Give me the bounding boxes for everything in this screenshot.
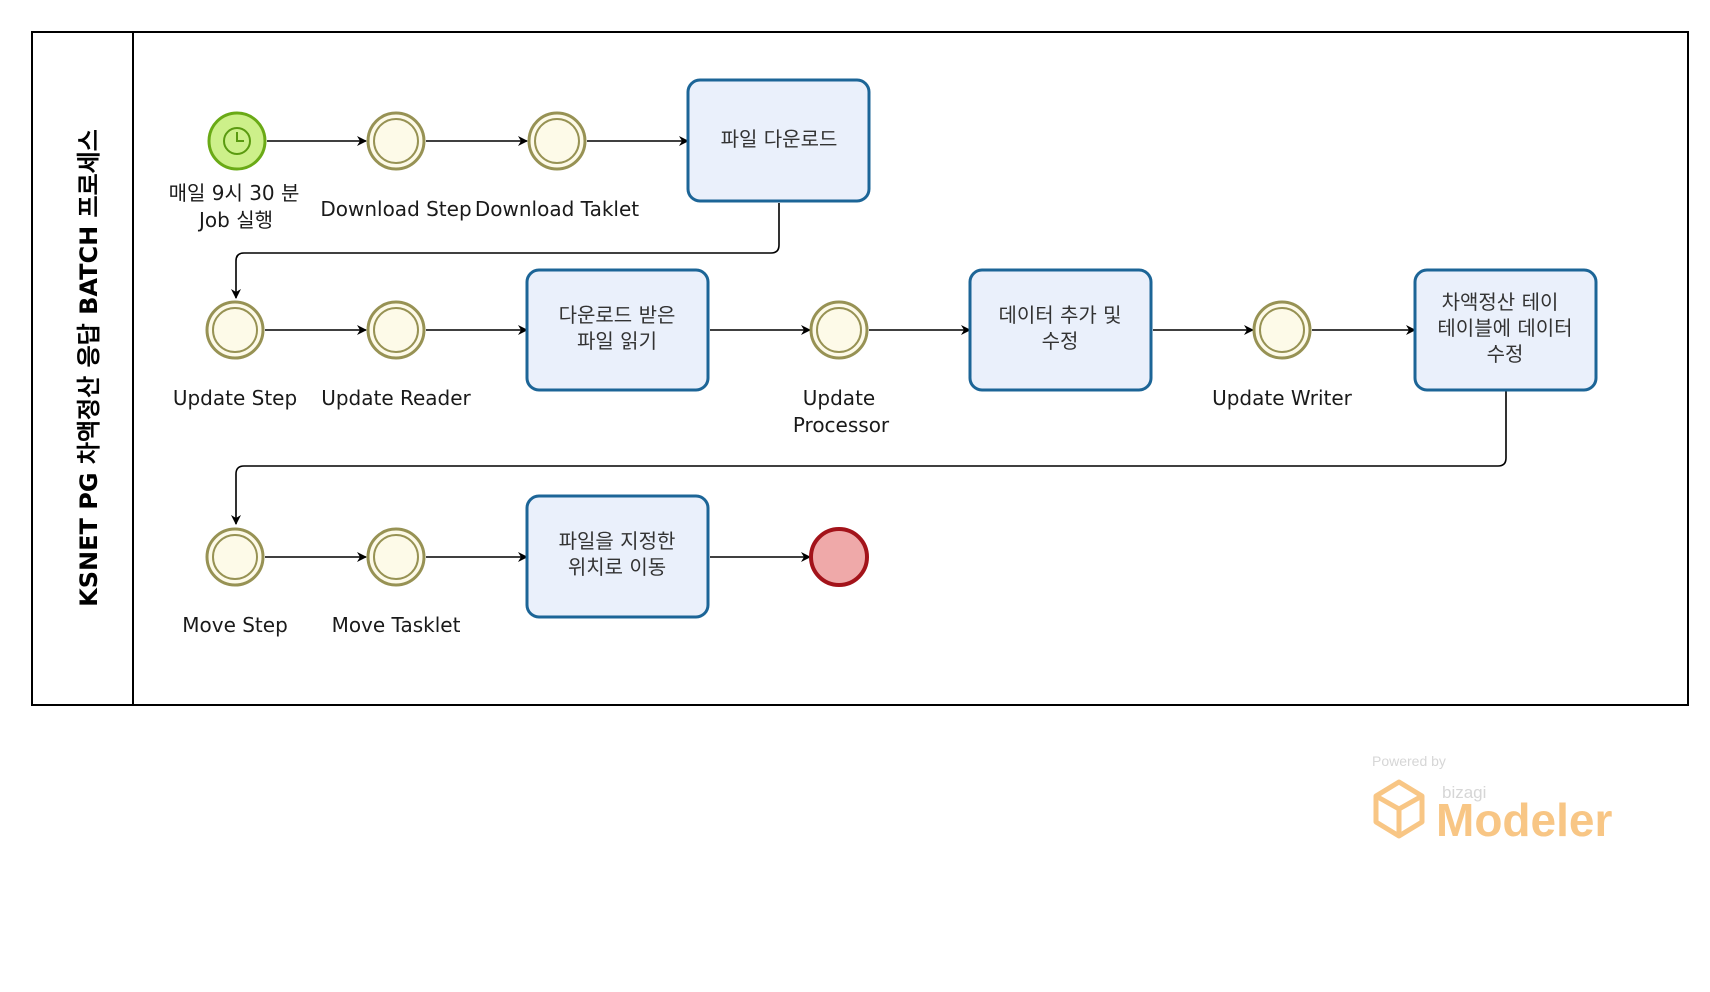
intermediate-event-move-step[interactable]: Move Step <box>182 527 288 637</box>
event-label: Download Step <box>320 197 471 221</box>
task-move-file[interactable]: 파일을 지정한 위치로 이동 <box>525 494 710 619</box>
event-label-line-1: Update <box>803 386 875 410</box>
clock-hands-icon <box>236 132 244 142</box>
flow-update-table-to-move-step[interactable] <box>231 390 1507 525</box>
task-read-file[interactable]: 다운로드 받은 파일 읽기 <box>525 268 710 392</box>
intermediate-event-update-writer[interactable]: Update Writer <box>1212 300 1353 410</box>
task-update-table[interactable]: 차액정산 테이 테이블에 데이터 수정 <box>1413 268 1598 392</box>
start-timer-event[interactable]: 매일 9시 30 분 Job 실행 <box>169 111 300 232</box>
event-label: Update Reader <box>321 386 471 410</box>
task-label-line-3: 수정 <box>1487 342 1524 366</box>
task-file-download[interactable]: 파일 다운로드 <box>686 78 871 203</box>
task-label-line-2: 파일 읽기 <box>577 329 657 353</box>
intermediate-event-move-tasklet[interactable]: Move Tasklet <box>332 527 461 637</box>
bizagi-watermark: Powered by bizagi Modeler <box>1372 753 1612 846</box>
event-label: Move Step <box>182 613 288 637</box>
sequence-flows <box>231 136 1507 562</box>
intermediate-event-update-step[interactable]: Update Step <box>173 300 297 410</box>
event-label: Update Step <box>173 386 297 410</box>
task-label-line-2: 위치로 이동 <box>568 555 666 579</box>
watermark-brand: bizagi <box>1442 783 1486 802</box>
intermediate-event-update-reader[interactable]: Update Reader <box>321 300 472 410</box>
event-label-line-2: Processor <box>793 413 890 437</box>
task-label-line-2: 테이블에 데이터 <box>1437 316 1572 340</box>
watermark-powered-by: Powered by <box>1372 753 1446 769</box>
task-label-line-1: 다운로드 받은 <box>559 303 676 327</box>
watermark-product: Modeler <box>1436 794 1612 846</box>
task-label-line-2: 수정 <box>1042 329 1079 353</box>
intermediate-event-download-step[interactable]: Download Step <box>320 111 472 221</box>
task-label: 파일 다운로드 <box>721 127 838 151</box>
event-label: Move Tasklet <box>332 613 461 637</box>
intermediate-event-download-taklet[interactable]: Download Taklet <box>475 111 639 221</box>
task-label-line-1: 데이터 추가 및 <box>998 303 1121 327</box>
clock-icon <box>223 127 251 155</box>
start-event-label-line-1: 매일 9시 30 분 <box>169 181 300 205</box>
intermediate-event-update-processor[interactable]: Update Processor <box>793 300 890 437</box>
event-label: Download Taklet <box>475 197 639 221</box>
pool-title: KSNET PG 차액정산 응답 BATCH 프로세스 <box>75 129 103 607</box>
task-modify-data[interactable]: 데이터 추가 및 수정 <box>968 268 1153 392</box>
end-event[interactable] <box>809 527 869 587</box>
start-event-label-line-2: Job 실행 <box>197 208 273 232</box>
event-label: Update Writer <box>1212 386 1353 410</box>
task-label-line-1: 차액정산 테이 <box>1442 290 1559 314</box>
task-label-line-1: 파일을 지정한 <box>559 529 676 553</box>
flow-file-download-to-update-step[interactable] <box>231 203 780 299</box>
bizagi-logo-icon <box>1373 779 1425 839</box>
